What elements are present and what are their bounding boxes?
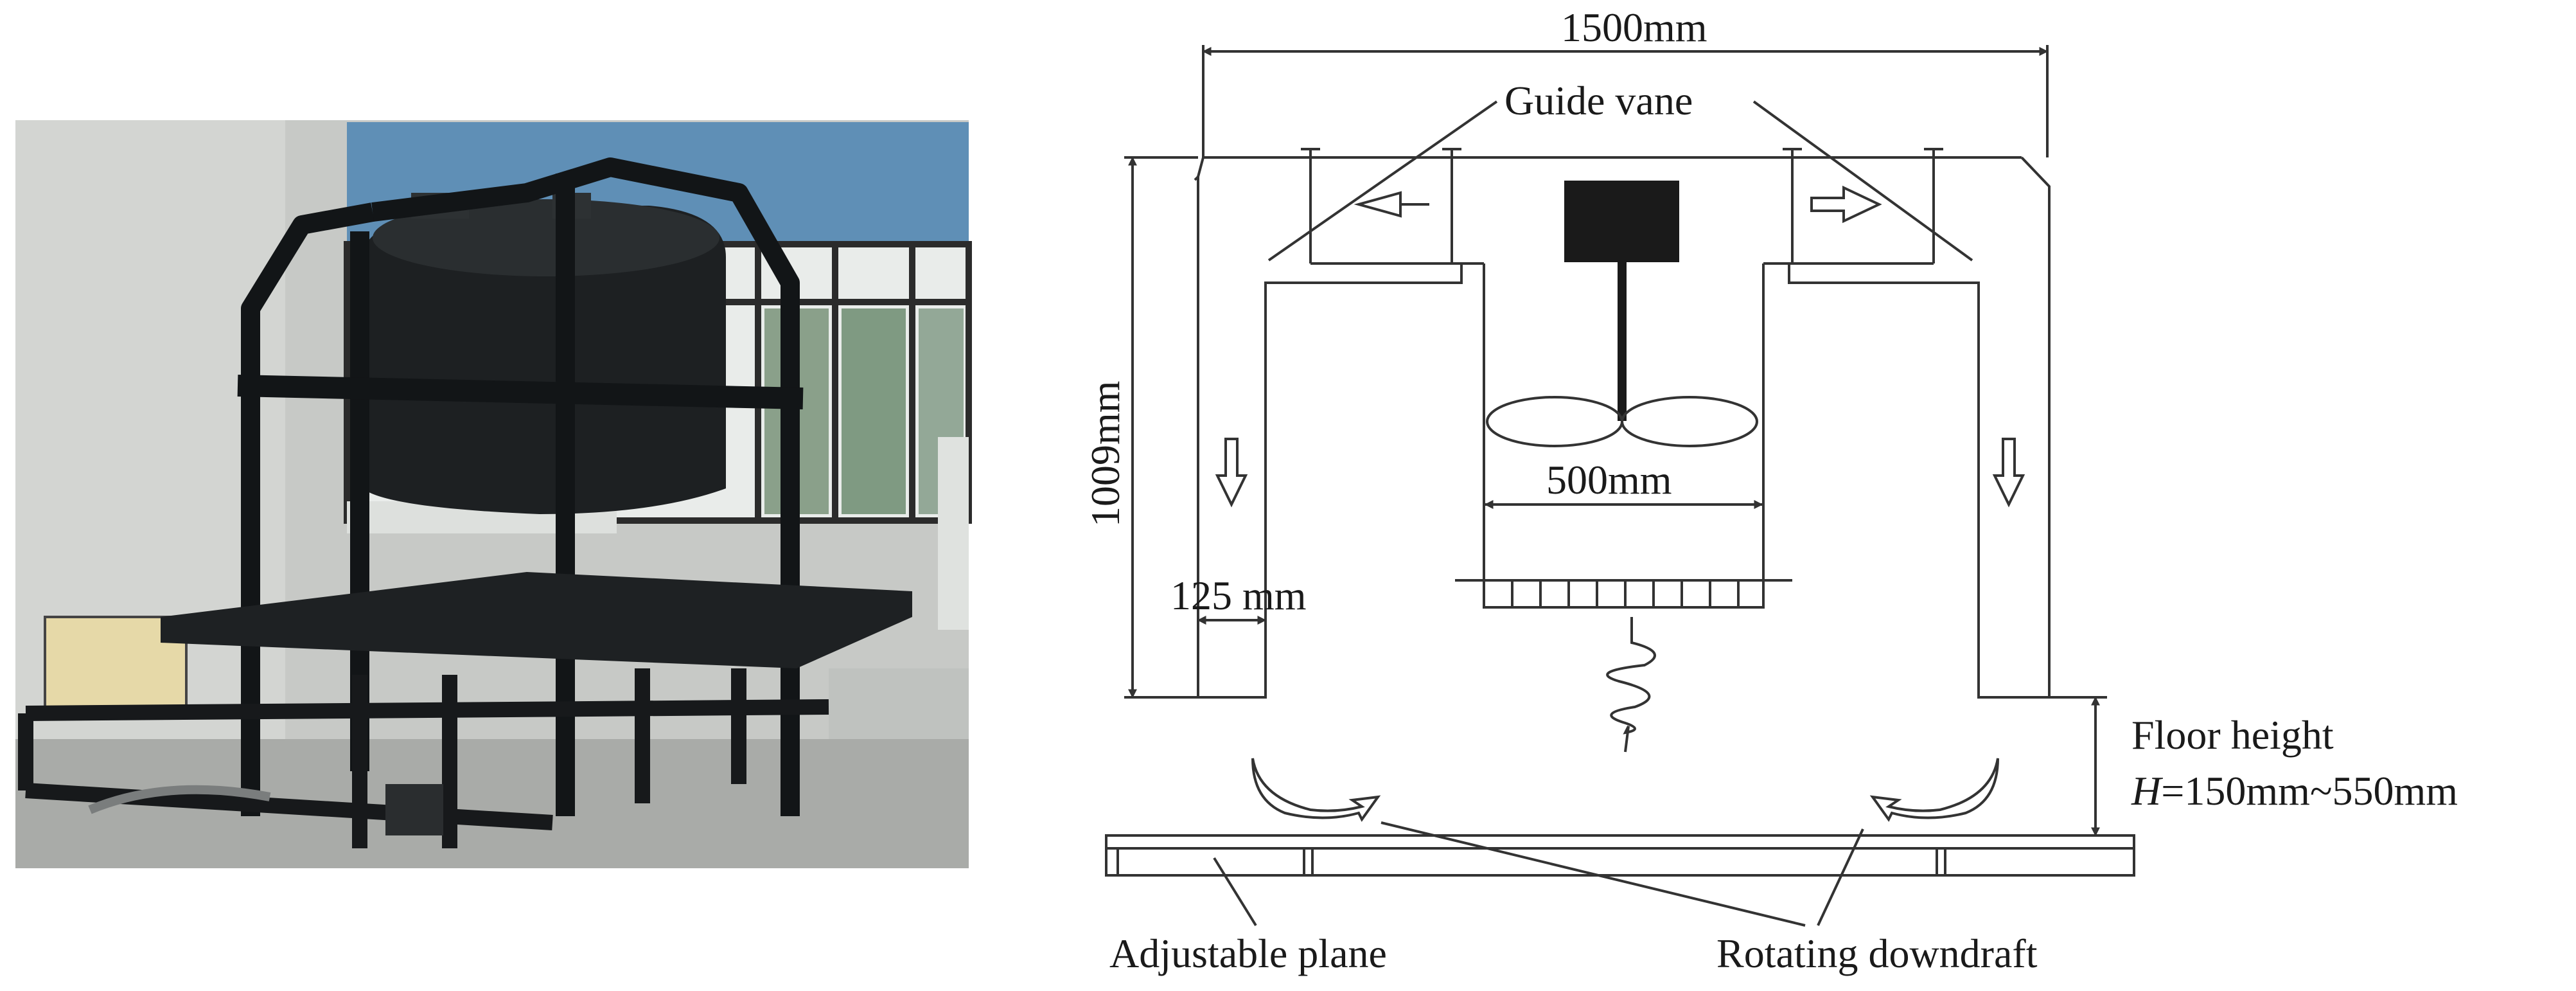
floor-height-title: Floor height (2131, 712, 2334, 758)
fan-blade-right (1621, 396, 1758, 447)
work-table (161, 572, 912, 668)
flow-arrow-left-down (1215, 438, 1248, 508)
duct-width-label: 125 mm (1170, 573, 1307, 618)
right-outer-wall (1934, 156, 2051, 699)
frame-shelf (237, 375, 804, 409)
floor-height-value: =150mm~550mm (2161, 768, 2458, 814)
honeycomb (1483, 579, 1765, 609)
flow-arrow-right-down (1992, 438, 2025, 508)
floor-height-variable: H (2131, 768, 2164, 814)
curl-arrow-left (1251, 758, 1381, 822)
height-label: 1009mm (1082, 380, 1128, 527)
flow-arrow-right-top (1810, 185, 1882, 224)
base-frame (18, 668, 829, 848)
rotating-downdraft-label: Rotating downdraft (1716, 931, 2038, 976)
width-label: 1500mm (1561, 4, 1707, 50)
adjustable-plane-label: Adjustable plane (1109, 931, 1387, 976)
fan-blade-left (1486, 396, 1623, 447)
water-tank (363, 193, 726, 514)
apparatus-photo (15, 120, 972, 868)
guide-vane-label: Guide vane (1504, 78, 1693, 123)
floor-height-range: H=150mm~550mm (2131, 768, 2458, 814)
vortex-coil (1606, 617, 1656, 753)
curl-arrow-right (1869, 758, 1999, 822)
motor (1564, 181, 1679, 262)
fan-diameter-label: 500mm (1546, 457, 1672, 503)
adjustable-plane (1105, 834, 2135, 877)
downburst-schematic (1105, 45, 2135, 927)
flow-arrow-left-top (1354, 191, 1429, 218)
left-outer-wall (1197, 157, 1310, 699)
